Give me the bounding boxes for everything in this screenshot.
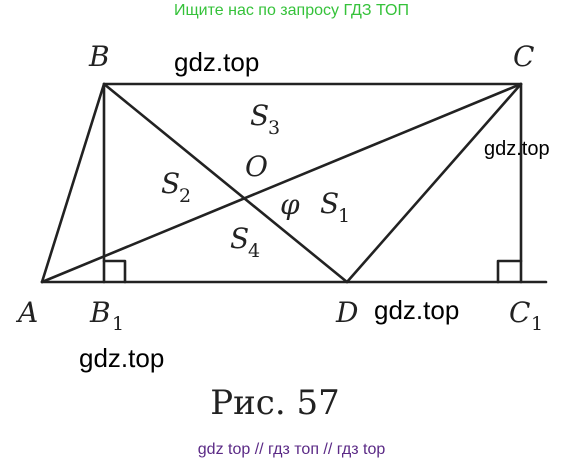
label-a: A bbox=[15, 296, 38, 329]
figure-caption: Рис. 57 bbox=[210, 383, 339, 423]
label-d: D bbox=[335, 296, 358, 329]
label-b1: B bbox=[89, 296, 111, 329]
label-s2-sub: 2 bbox=[179, 185, 191, 207]
right-angle-b1 bbox=[102, 259, 127, 284]
label-b: B bbox=[88, 40, 110, 73]
label-s2: S bbox=[161, 167, 180, 200]
watermark-right: gdz.top bbox=[484, 138, 550, 160]
label-c: C bbox=[513, 40, 534, 73]
label-s4-sub: 4 bbox=[248, 240, 260, 262]
label-c1: C bbox=[509, 296, 530, 329]
label-s4: S bbox=[230, 222, 249, 255]
side-ab bbox=[40, 82, 106, 284]
diagonal-bd bbox=[102, 82, 349, 284]
label-s3: S bbox=[250, 99, 269, 132]
side-cd bbox=[345, 82, 523, 284]
label-c1-sub: 1 bbox=[531, 313, 543, 335]
label-o: O bbox=[245, 150, 268, 183]
label-s3-sub: 3 bbox=[268, 117, 280, 139]
angle-phi: φ bbox=[280, 188, 300, 221]
label-s1-sub: 1 bbox=[338, 205, 350, 227]
site-banner-top: Ищите нас по запросу ГДЗ ТОП bbox=[174, 2, 409, 19]
right-angle-c1 bbox=[496, 259, 523, 284]
watermark-bottom-right: gdz.top bbox=[374, 295, 460, 325]
label-s1: S bbox=[320, 187, 339, 220]
site-banner-bottom: gdz top // гдз топ // гдз top bbox=[197, 441, 386, 458]
label-b1-sub: 1 bbox=[112, 313, 124, 335]
diagonal-ac bbox=[40, 82, 523, 284]
watermark-bottom-left: gdz.top bbox=[79, 343, 165, 373]
watermark-top: gdz.top bbox=[174, 47, 260, 77]
